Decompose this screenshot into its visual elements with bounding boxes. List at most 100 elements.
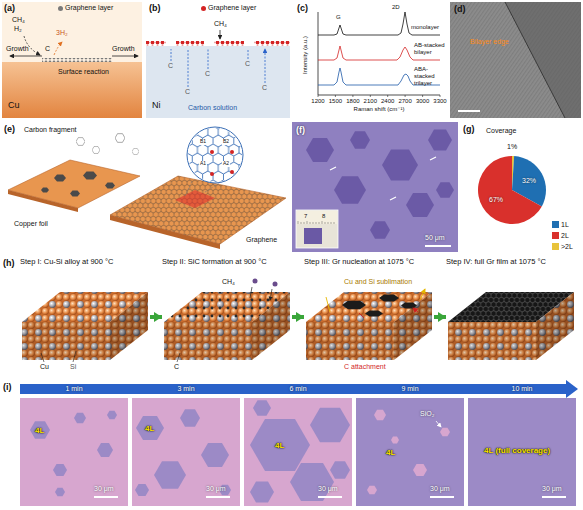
micrograph-image [20,398,128,506]
ni-segregation-sketch-part [146,2,290,118]
micrograph-image-part [367,486,377,495]
legend-swatch [552,232,559,239]
cu-growth-sketch-part [42,58,112,62]
panel-letter: (i) [3,382,12,392]
cu-growth-sketch-part [2,62,142,118]
micrograph-image-part [201,443,229,467]
node-text: 30 μm [318,485,338,493]
optical-micrograph-part [350,131,370,148]
copper-foil-sketch-part [210,150,214,154]
step-slab-part [394,292,432,360]
raman-plot-part [318,12,440,35]
chart-title: Coverage [486,127,516,135]
micrograph-image-part [542,496,566,498]
annotation: Graphene [246,236,277,244]
copper-foil-sketch-part [41,187,49,192]
step-arrow [292,315,304,319]
cu-growth-sketch-part [2,2,142,118]
ni-segregation-sketch-part [254,41,290,46]
legend-text: 1L [561,221,569,229]
optical-micrograph-part [436,182,454,198]
axis-title: Raman shift (cm⁻¹) [354,106,405,113]
time-label: 9 min [401,385,418,393]
step-slab-part [359,308,418,318]
micrograph: 4L30 μm [132,398,240,506]
raman-plot-part [318,95,440,97]
axis-tick: 2400 [381,98,394,105]
node-text: 30 μm [94,485,114,493]
micrograph-image-part [440,428,450,437]
copper-foil-sketch-part [105,182,115,188]
step-slab-part [253,279,258,284]
optical-micrograph-part [370,221,390,238]
micrograph-image-part [374,410,386,420]
step-slab-part [252,292,290,360]
atom-label: C [245,60,250,68]
axis-tick: 1500 [329,98,342,105]
gas-label: CH₄ [214,20,227,28]
legend-text: 2L [561,232,569,240]
copper-foil-sketch-part [83,172,97,180]
copper-foil-sketch-part [210,172,214,176]
lattice-site: A2 [222,161,230,167]
connector-group [150,317,446,318]
micrograph-image-part [107,411,117,420]
micrograph-image [356,398,464,506]
copper-foil-sketch-part [70,190,80,196]
micrograph-image-part [136,416,164,440]
gas-label: H₂ [14,25,22,33]
panel-letter: (b) [149,3,161,13]
tem-image [450,2,581,118]
time-label: 3 min [177,385,194,393]
node-text: 4L (full coverage) [484,446,550,455]
ni-segregation-sketch-part [146,41,166,46]
step-slab [306,289,432,360]
axis-tick: 1200 [311,98,324,105]
node-text: 30 μm [430,485,450,493]
lattice-site: B2 [222,139,230,145]
legend-text: Graphene layer [65,4,113,12]
cu-growth-sketch-part [10,56,42,57]
legend-swatch [552,221,559,228]
copper-foil-sketch-part [8,160,140,208]
time-label: 10 min [511,385,532,393]
optical-micrograph-part [382,149,418,180]
micrograph-image [468,398,576,506]
gas-label: 3H₂ [56,29,68,37]
node-text: 4L [35,426,44,435]
peak-label: G [336,14,341,21]
micrograph-image-part [244,398,352,506]
gas-label: CH₄ [12,16,25,24]
panel-letter: (f) [296,125,305,135]
time-arrow-part [566,380,578,398]
step-slab-part [326,289,425,312]
optical-micrograph-part [428,130,452,151]
step-slab-part [250,287,272,300]
legend-text: Graphene layer [208,4,256,12]
panel-letter: (e) [4,124,15,134]
step-slab-part [41,351,76,362]
axis-tick: 1800 [346,98,359,105]
step-title: Step II: SiC formation at 900 °C [162,258,292,267]
step-slab-part [448,322,536,360]
raman-plot-part [318,12,440,95]
axis-tick: 2100 [364,98,377,105]
micrograph: 4L 30 μm [244,398,352,506]
step-panel: Step III: Gr nucleation at 1075 °CCu and… [304,258,434,376]
time-label: 6 min [289,385,306,393]
step-slab [164,279,290,363]
copper-foil-sketch-part [187,127,243,183]
node-text: 4L [275,441,284,450]
step-title: Step IV: full Gr film at 1075 °C [446,258,576,267]
annotation: Bilayer edge [470,38,509,46]
raman-plot-part [318,46,440,60]
step-slab-part [177,353,180,362]
optical-micrograph-part [425,245,451,247]
micrograph-image-part [55,488,65,497]
substrate-label: Cu [8,100,20,110]
micrograph-image-part [468,398,576,506]
copper-foil-sketch-part [230,170,234,174]
copper-foil-sketch-part [230,150,234,154]
micrograph: 4L 30 μm [20,398,128,506]
